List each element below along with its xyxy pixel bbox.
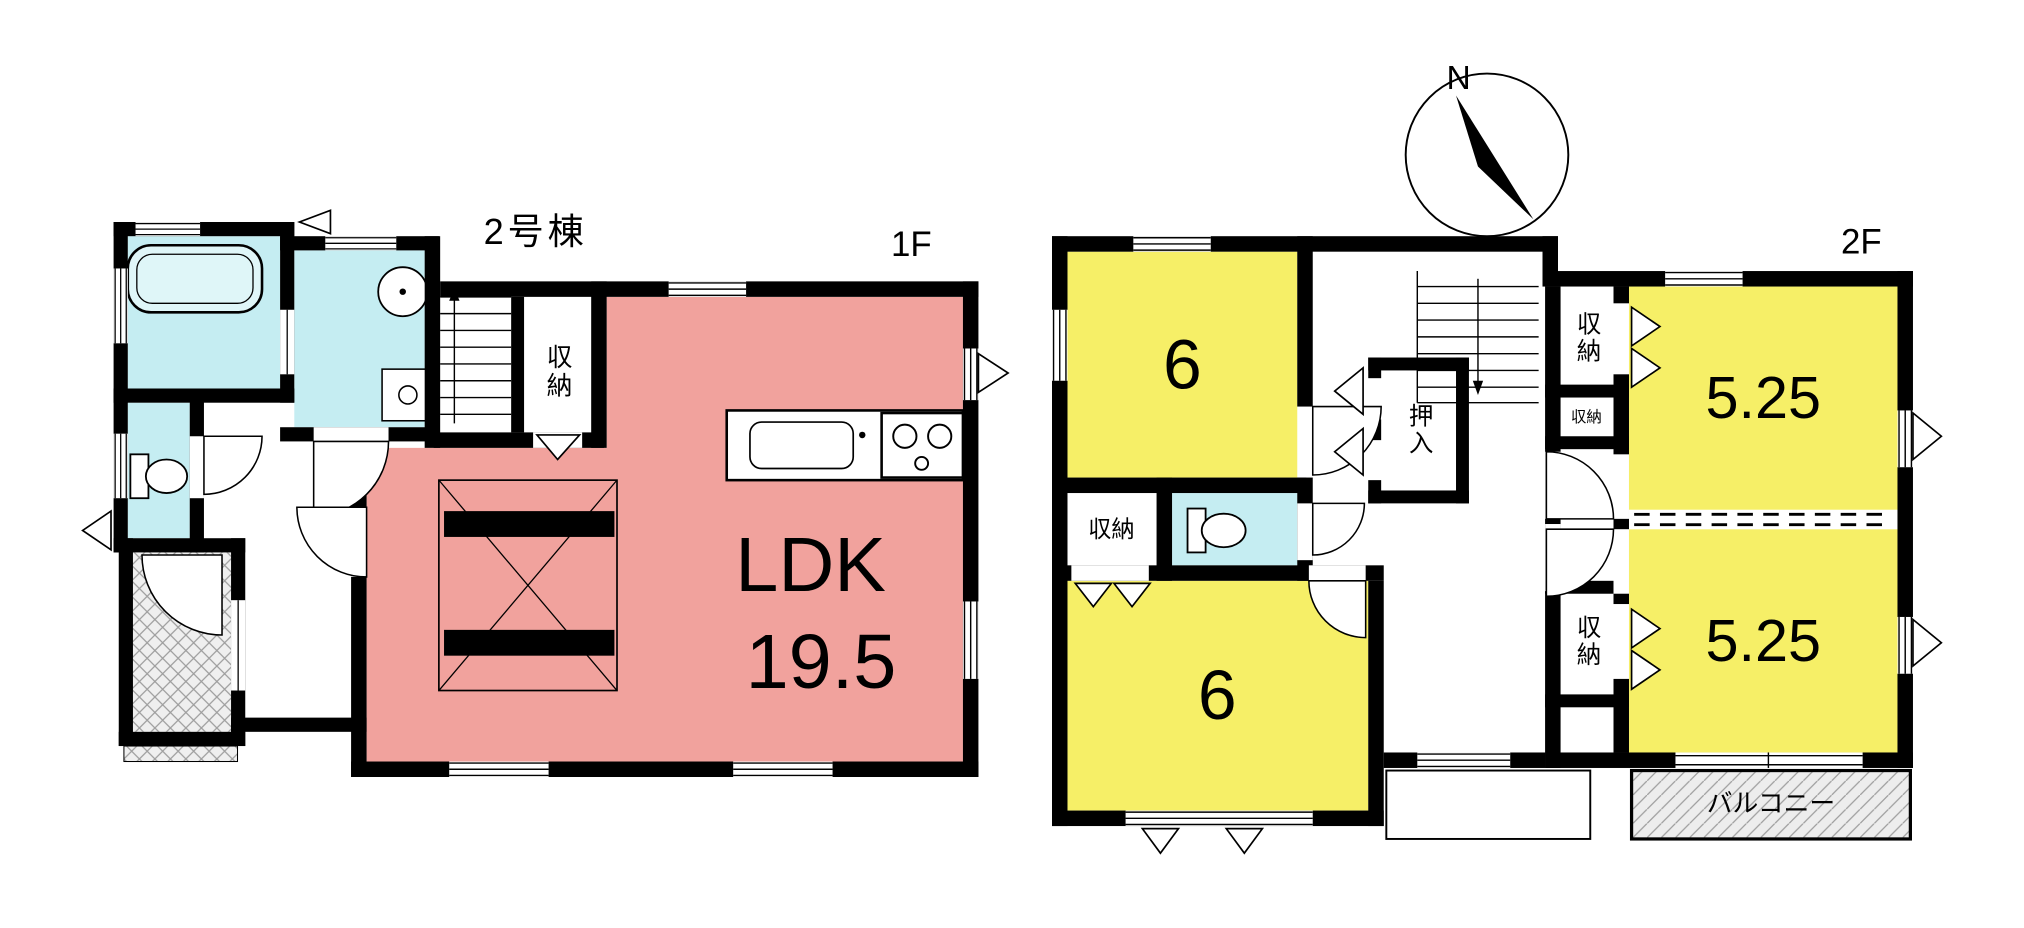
floor1-label: 1F <box>890 225 932 264</box>
wash-basin <box>377 266 429 318</box>
closet-left-label: 収納 <box>1088 516 1135 543</box>
compass-circle <box>1404 72 1570 238</box>
stove <box>880 411 965 479</box>
room525-top-label: 5.25 <box>1705 363 1822 432</box>
closet-small-label: 収納 <box>1570 407 1602 426</box>
bathtub <box>126 243 264 314</box>
door-markers-2f <box>1073 305 1943 855</box>
room525-bottom-label: 5.25 <box>1705 606 1822 674</box>
room6-top-floor <box>1067 251 1298 478</box>
compass-needle-icon <box>1456 95 1534 220</box>
room6-bottom-floor <box>1067 580 1369 811</box>
porch-step <box>123 745 239 763</box>
room525-top-floor <box>1628 286 1898 510</box>
room6-bottom-label: 6 <box>1197 656 1237 735</box>
closet-top-right-label: 収納 <box>1572 311 1600 366</box>
room525-bottom-floor <box>1628 529 1898 753</box>
balcony-label: バルコニー <box>1706 789 1836 819</box>
closet-label-1f: 収納 <box>542 343 571 401</box>
door-markers-1f <box>81 209 1010 552</box>
floor2-plan <box>1052 236 1943 855</box>
floor1-plan <box>81 209 1010 778</box>
compass <box>1404 72 1570 238</box>
floor2-label: 2F <box>1840 222 1882 262</box>
windows-1f <box>113 222 979 778</box>
walls-2f <box>1052 236 1913 827</box>
removable-partition <box>1634 512 1893 527</box>
windows-2f <box>1052 236 1913 827</box>
closet-bottom-right-label: 収納 <box>1572 614 1600 669</box>
oshiire-label: 押入 <box>1405 402 1433 457</box>
room6-top-label: 6 <box>1162 326 1202 404</box>
dining-table <box>438 479 618 692</box>
building-title: 2号棟 <box>483 211 588 252</box>
ldk-size-label: 19.5 <box>745 618 897 705</box>
lower-roof-void <box>1385 769 1592 840</box>
stairs-2f <box>1416 271 1539 404</box>
compass-north-label: N <box>1446 58 1471 97</box>
toilet1f-icon <box>129 453 189 500</box>
stairs-1f <box>440 287 512 424</box>
toilet2f-icon <box>1186 507 1247 554</box>
partition-strip <box>1628 509 1898 530</box>
door-arcs-2f <box>1308 405 1615 639</box>
balcony-deck <box>1629 768 1912 841</box>
door-arcs-1f <box>141 435 390 636</box>
ldk-label: LDK <box>735 521 886 608</box>
